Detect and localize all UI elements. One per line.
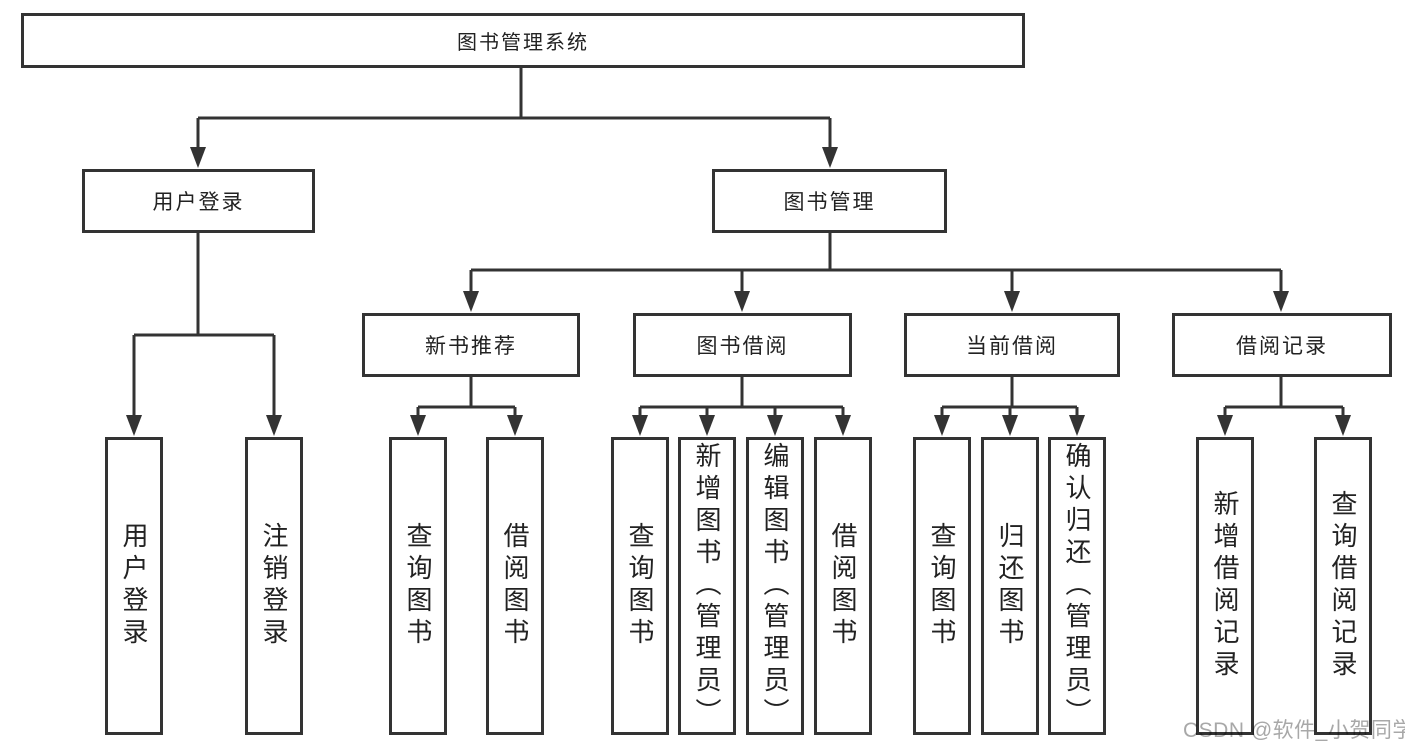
connector-book-management-to-level3 [463, 233, 1289, 312]
leaf-borrow-books-recommend: 借阅图书 [486, 437, 544, 735]
node-current-borrow: 当前借阅 [904, 313, 1120, 377]
node-label: 新书推荐 [425, 335, 517, 358]
leaf-logout: 注销登录 [245, 437, 303, 735]
leaf-query-borrow-record: 查询借阅记录 [1314, 437, 1372, 735]
node-user-login: 用户登录 [82, 169, 315, 233]
node-book-management: 图书管理 [712, 169, 947, 233]
leaf-confirm-return-admin: 确认归还（管理员） [1048, 437, 1106, 735]
connector-new-book-recommend-to-children [410, 377, 523, 436]
connector-user-login-to-children [126, 233, 282, 436]
leaf-query-books-recommend: 查询图书 [389, 437, 447, 735]
node-label: 确认归还（管理员） [1062, 442, 1092, 730]
node-label: 编辑图书（管理员） [760, 442, 790, 730]
node-borrow-records: 借阅记录 [1172, 313, 1392, 377]
node-label: 查询图书 [403, 522, 433, 650]
node-label: 图书借阅 [696, 335, 789, 358]
leaf-borrow-books: 借阅图书 [814, 437, 872, 735]
connector-book-borrow-to-children [632, 377, 851, 436]
node-label: 查询图书 [927, 522, 957, 650]
node-label: 用户登录 [152, 191, 245, 214]
node-label: 图书管理系统 [457, 32, 589, 54]
leaf-return-book: 归还图书 [981, 437, 1039, 735]
node-label: 借阅记录 [1236, 335, 1328, 358]
connector-borrow-records-to-children [1217, 377, 1351, 436]
leaf-query-books-current: 查询图书 [913, 437, 971, 735]
node-label: 注销登录 [259, 522, 289, 650]
node-book-borrow: 图书借阅 [633, 313, 852, 377]
node-label: 查询借阅记录 [1328, 490, 1358, 682]
connector-current-borrow-to-children [934, 377, 1085, 436]
node-label: 查询图书 [625, 522, 655, 650]
node-label: 图书管理 [783, 191, 876, 214]
leaf-add-borrow-record: 新增借阅记录 [1196, 437, 1254, 735]
connector-root-to-level2 [190, 68, 838, 168]
node-label: 归还图书 [995, 522, 1025, 650]
leaf-user-login: 用户登录 [105, 437, 163, 735]
node-label: 新增借阅记录 [1210, 490, 1240, 682]
node-label: 借阅图书 [500, 522, 530, 650]
node-new-book-recommend: 新书推荐 [362, 313, 580, 377]
node-label: 新增图书（管理员） [692, 442, 722, 730]
leaf-add-book-admin: 新增图书（管理员） [678, 437, 736, 735]
node-label: 借阅图书 [828, 522, 858, 650]
node-library-management-system: 图书管理系统 [21, 13, 1025, 68]
node-label: 当前借阅 [966, 335, 1058, 358]
leaf-edit-book-admin: 编辑图书（管理员） [746, 437, 804, 735]
csdn-watermark: CSDN @软件_小贺同学 [1183, 719, 1405, 742]
leaf-query-books-borrow: 查询图书 [611, 437, 669, 735]
node-label: 用户登录 [119, 522, 149, 650]
